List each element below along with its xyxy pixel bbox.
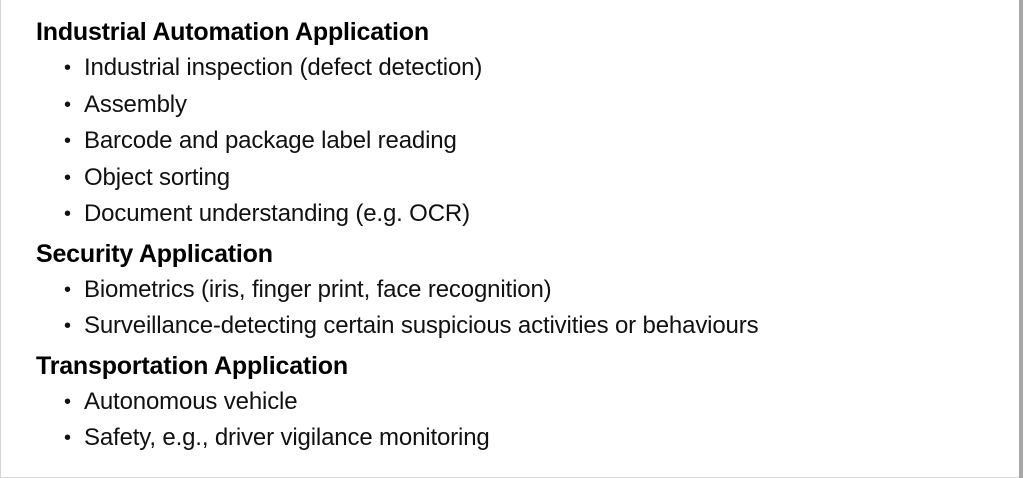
list-item-label: Safety, e.g., driver vigilance monitorin… <box>84 424 490 451</box>
list-item-label: Autonomous vehicle <box>84 387 298 415</box>
list-item: • Barcode and package label reading <box>0 123 1010 160</box>
list-item-label: Barcode and package label reading <box>84 127 457 154</box>
list-item: • Document understanding (e.g. OCR) <box>0 196 1010 233</box>
section-heading-security: Security Application <box>36 239 273 268</box>
list-item: • Assembly <box>0 87 1010 124</box>
list-item: • Object sorting <box>0 160 1010 197</box>
slide-left-border <box>0 0 1 478</box>
list-item: • Industrial inspection (defect detectio… <box>0 50 1010 87</box>
list-item-label: Biometrics (iris, finger print, face rec… <box>84 275 552 303</box>
section-industrial-automation: Industrial Automation Application • Indu… <box>0 0 1010 233</box>
bullet-point-icon: • <box>64 427 71 449</box>
bullet-point-icon: • <box>64 57 71 79</box>
bullet-point-icon: • <box>64 130 71 152</box>
list-item-label: Surveillance-detecting certain suspiciou… <box>84 312 759 339</box>
section-heading-transportation: Transportation Application <box>36 351 348 380</box>
list-item-label: Object sorting <box>84 163 230 191</box>
list-item: • Biometrics (iris, finger print, face r… <box>0 272 1010 309</box>
list-item-label: Document understanding (e.g. OCR) <box>84 200 470 227</box>
list-item: • Safety, e.g., driver vigilance monitor… <box>0 420 1010 457</box>
list-item-label: Assembly <box>84 90 187 118</box>
vertical-scrollbar[interactable] <box>1019 0 1024 478</box>
section-security: Security Application • Biometrics (iris,… <box>0 233 1010 345</box>
bullet-point-icon: • <box>64 166 71 189</box>
bullet-point-icon: • <box>64 390 71 413</box>
scrollbar-thumb[interactable] <box>1019 0 1023 478</box>
list-item-label: Industrial inspection (defect detection) <box>84 54 483 81</box>
section-transportation: Transportation Application • Autonomous … <box>0 345 1010 457</box>
bullet-list-industrial-automation: • Industrial inspection (defect detectio… <box>0 50 1010 233</box>
list-item: • Autonomous vehicle <box>0 384 1010 421</box>
bullet-list-security: • Biometrics (iris, finger print, face r… <box>0 272 1010 345</box>
bullet-point-icon: • <box>64 203 71 225</box>
bullet-point-icon: • <box>64 93 71 116</box>
bullet-point-icon: • <box>64 315 71 337</box>
bullet-list-transportation: • Autonomous vehicle • Safety, e.g., dri… <box>0 384 1010 457</box>
list-item: • Surveillance-detecting certain suspici… <box>0 308 1010 345</box>
bullet-point-icon: • <box>64 278 71 301</box>
section-heading-industrial-automation: Industrial Automation Application <box>36 18 429 46</box>
